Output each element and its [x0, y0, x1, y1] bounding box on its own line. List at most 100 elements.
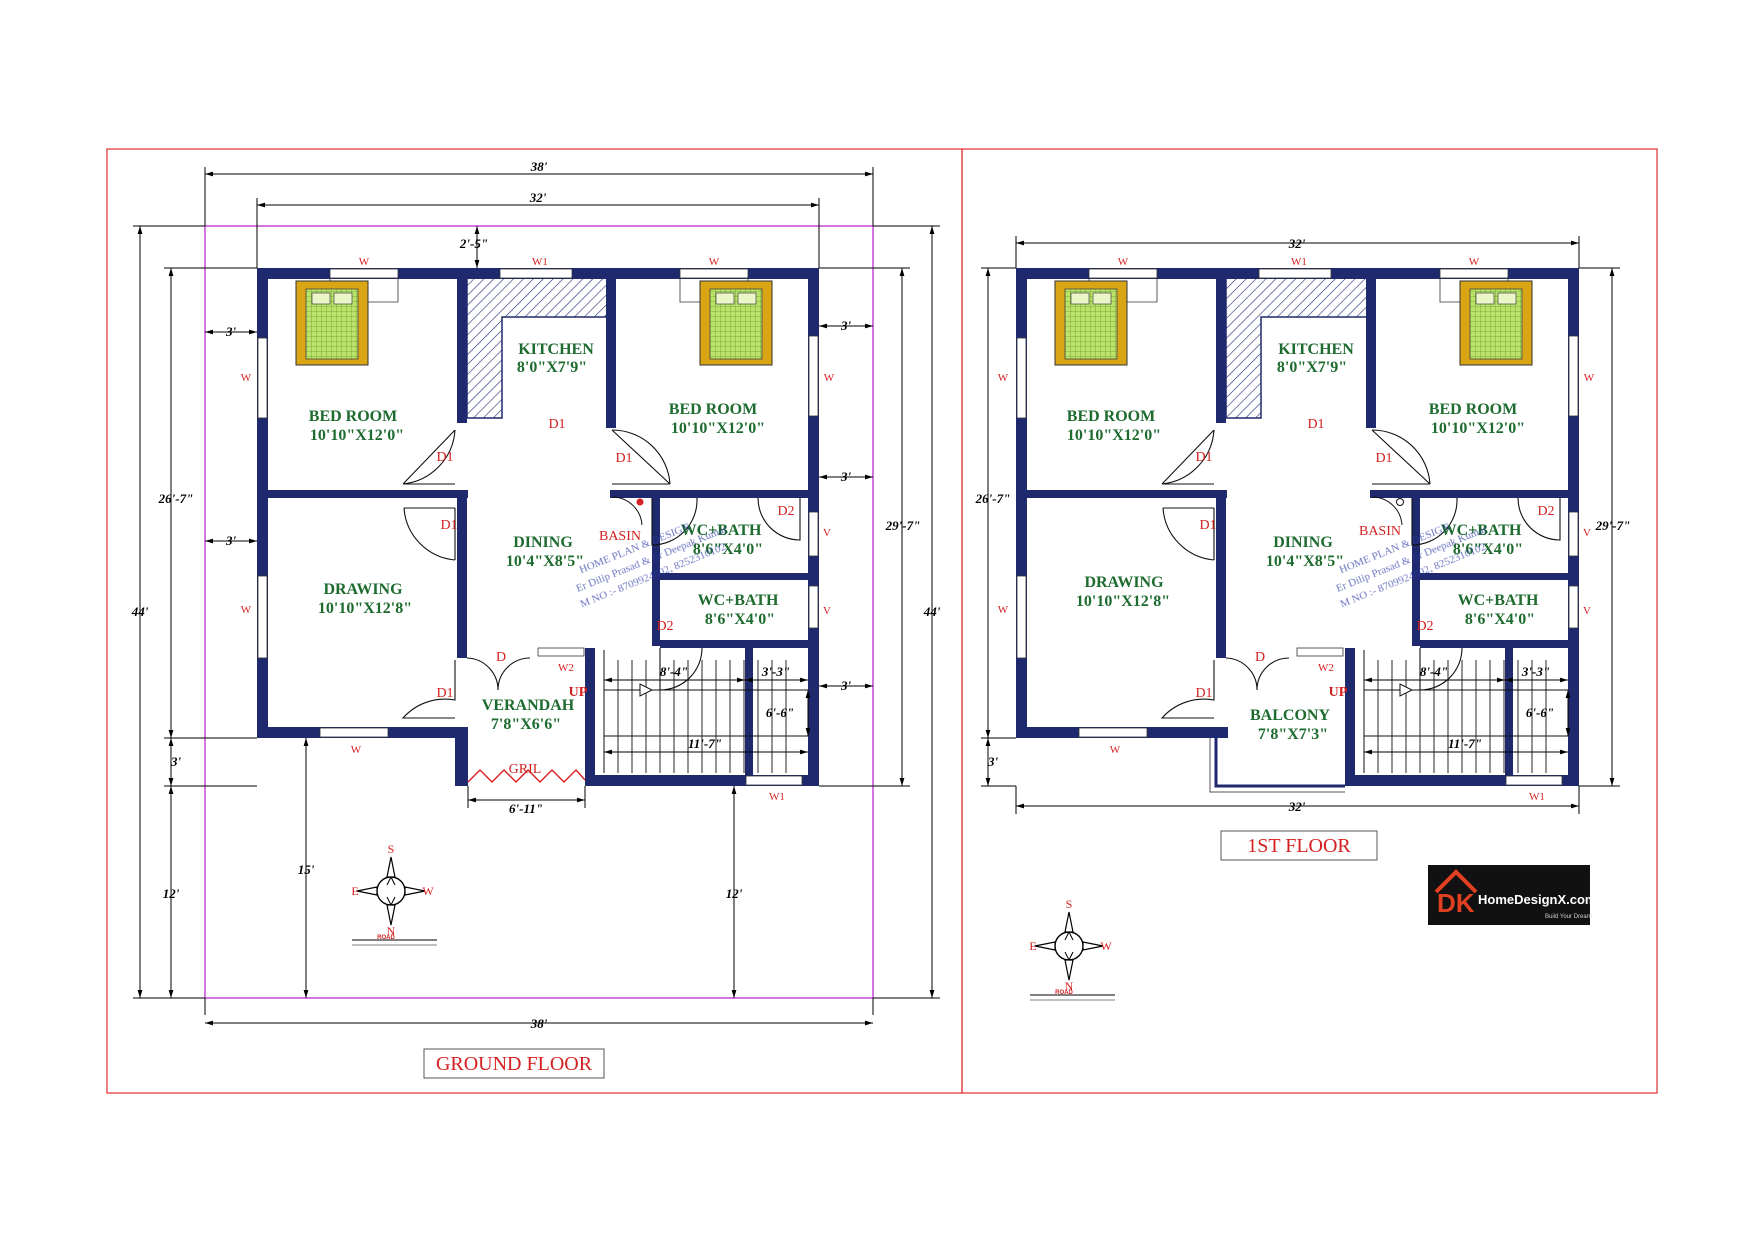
- dimension-lines-first: [981, 236, 1620, 814]
- ground-tag-gril: GRIL: [509, 762, 542, 777]
- first-tag-d1-balcony: D1: [1195, 686, 1212, 701]
- ground-dim-stair-33: 3'-3": [761, 664, 790, 679]
- ground-compass-e: E: [351, 884, 358, 898]
- first-wcbath2-size: 8'6"X4'0": [1465, 611, 1535, 628]
- windows-first: [1016, 268, 1579, 786]
- bed-first-right: [1459, 280, 1533, 366]
- first-tag-v-2: V: [1583, 605, 1591, 617]
- door-swings-first: [1160, 429, 1561, 719]
- ground-tag-w-left-2: W: [241, 604, 252, 616]
- first-drawing-size: 10'10"X12'8": [1076, 593, 1170, 610]
- ground-tag-d1-bed2: D1: [615, 451, 632, 466]
- compass-rose-ground: [356, 856, 426, 926]
- first-tag-w-top-right: W: [1469, 256, 1480, 268]
- first-bed1-size: 10'10"X12'0": [1067, 427, 1161, 444]
- logo-tagline: Build Your Dream: [1545, 914, 1592, 920]
- ground-tag-up: UP: [569, 685, 588, 700]
- ground-wcbath1-size: 8'6"X4'0": [693, 541, 763, 558]
- first-bed2-name: BED ROOM: [1429, 401, 1517, 418]
- ground-tag-d: D: [496, 650, 506, 665]
- ground-dim-mid-15: 15': [298, 862, 315, 877]
- ground-tag-d1-kitchen: D1: [548, 417, 565, 432]
- first-tag-d1-drawing: D1: [1199, 518, 1216, 533]
- first-dim-stair-117: 11'-7": [1448, 736, 1482, 751]
- plot-boundary: [204, 225, 874, 999]
- first-floor-plan: [981, 236, 1620, 1001]
- ground-road-label: ROAD: [377, 935, 395, 941]
- ground-dim-stair-117: 11'-7": [688, 736, 722, 751]
- ground-wcbath1-name: WC+BATH: [681, 522, 762, 539]
- first-tag-basin: BASIN: [1359, 524, 1401, 539]
- ground-drawing-name: DRAWING: [323, 581, 403, 598]
- gril-railing: [467, 768, 586, 783]
- ground-compass-w: W: [422, 884, 434, 898]
- first-dining-name: DINING: [1273, 534, 1333, 551]
- ground-dim-left-3a: 3': [225, 324, 237, 339]
- ground-wcbath2-size: 8'6"X4'0": [705, 611, 775, 628]
- dimension-lines: [133, 167, 940, 1026]
- first-kitchen-size: 8'0"X7'9": [1277, 359, 1347, 376]
- first-tag-d: D: [1255, 650, 1265, 665]
- first-dim-left-3: 3': [987, 754, 999, 769]
- ground-dim-left-3c: 3': [170, 754, 182, 769]
- ground-dim-top-32: 32': [529, 190, 547, 205]
- ground-tag-v-2: V: [823, 605, 831, 617]
- ground-tag-basin: BASIN: [599, 529, 641, 544]
- ground-tag-w-top-left: W: [359, 256, 370, 268]
- first-compass-s: S: [1066, 897, 1073, 911]
- ground-tag-w-bottom: W: [351, 744, 362, 756]
- ground-dim-mid-12: 12': [726, 886, 743, 901]
- ground-bed1-name: BED ROOM: [309, 408, 397, 425]
- first-tag-d1-bed2: D1: [1375, 451, 1392, 466]
- bed-first-left: [1054, 280, 1128, 366]
- ground-drawing-size: 10'10"X12'8": [318, 600, 412, 617]
- ground-dim-right-3c: 3': [840, 678, 852, 693]
- first-tag-d1-kitchen: D1: [1307, 417, 1324, 432]
- first-dining-size: 10'4"X8'5": [1266, 553, 1344, 570]
- ground-tag-d1-verandah: D1: [436, 686, 453, 701]
- ground-tag-d2-1: D2: [777, 504, 794, 519]
- ground-floor-title: GROUND FLOOR: [436, 1053, 593, 1075]
- windows: [257, 268, 819, 786]
- ground-tag-w1-top: W1: [532, 256, 548, 268]
- ground-tag-v-1: V: [823, 527, 831, 539]
- first-dim-right-297: 29'-7": [1595, 518, 1631, 533]
- first-tag-w-right: W: [1584, 372, 1595, 384]
- ground-tag-w-right: W: [824, 372, 835, 384]
- compass-rose-first: [1034, 911, 1104, 981]
- ground-tag-w-left-1: W: [241, 372, 252, 384]
- first-tag-v-1: V: [1583, 527, 1591, 539]
- first-compass-n: N: [1065, 979, 1074, 993]
- first-tag-d2-2: D2: [1416, 619, 1433, 634]
- ground-tag-w2: W2: [558, 662, 574, 674]
- first-tag-d2-1: D2: [1537, 504, 1554, 519]
- ground-dim-stair-66: 6'-6": [766, 705, 794, 720]
- first-balcony-name: BALCONY: [1250, 707, 1330, 724]
- first-tag-w1-bottom: W1: [1529, 791, 1545, 803]
- first-kitchen-name: KITCHEN: [1278, 341, 1354, 358]
- first-dim-stair-84: 8'-4": [1420, 664, 1448, 679]
- first-tag-w-bottom: W: [1110, 744, 1121, 756]
- first-tag-w2: W2: [1318, 662, 1334, 674]
- first-compass-w: W: [1100, 939, 1112, 953]
- ground-tag-w-top-right: W: [709, 256, 720, 268]
- ground-dim-bottom-38: 38': [530, 1016, 548, 1031]
- brand-logo: [1428, 865, 1590, 925]
- ground-dim-left-44: 44': [131, 604, 149, 619]
- ground-tag-d1-drawing: D1: [440, 518, 457, 533]
- first-tag-w-left-2: W: [998, 604, 1009, 616]
- first-dim-stair-66: 6'-6": [1526, 705, 1554, 720]
- ground-title-box: [423, 1048, 605, 1079]
- ground-dim-right-3b: 3': [840, 469, 852, 484]
- ground-dim-gril-611: 6'-11": [509, 801, 543, 816]
- first-title-box: [1220, 830, 1378, 861]
- balcony-parapet: [1214, 738, 1345, 788]
- bed-ground-right: [699, 280, 773, 366]
- ground-dim-stair-84: 8'-4": [660, 664, 688, 679]
- ground-dim-right-3a: 3': [840, 318, 852, 333]
- ground-bed2-size: 10'10"X12'0": [671, 420, 765, 437]
- first-compass-e: E: [1029, 939, 1036, 953]
- first-dim-bottom-32: 32': [1288, 799, 1306, 814]
- first-tag-up: UP: [1329, 685, 1348, 700]
